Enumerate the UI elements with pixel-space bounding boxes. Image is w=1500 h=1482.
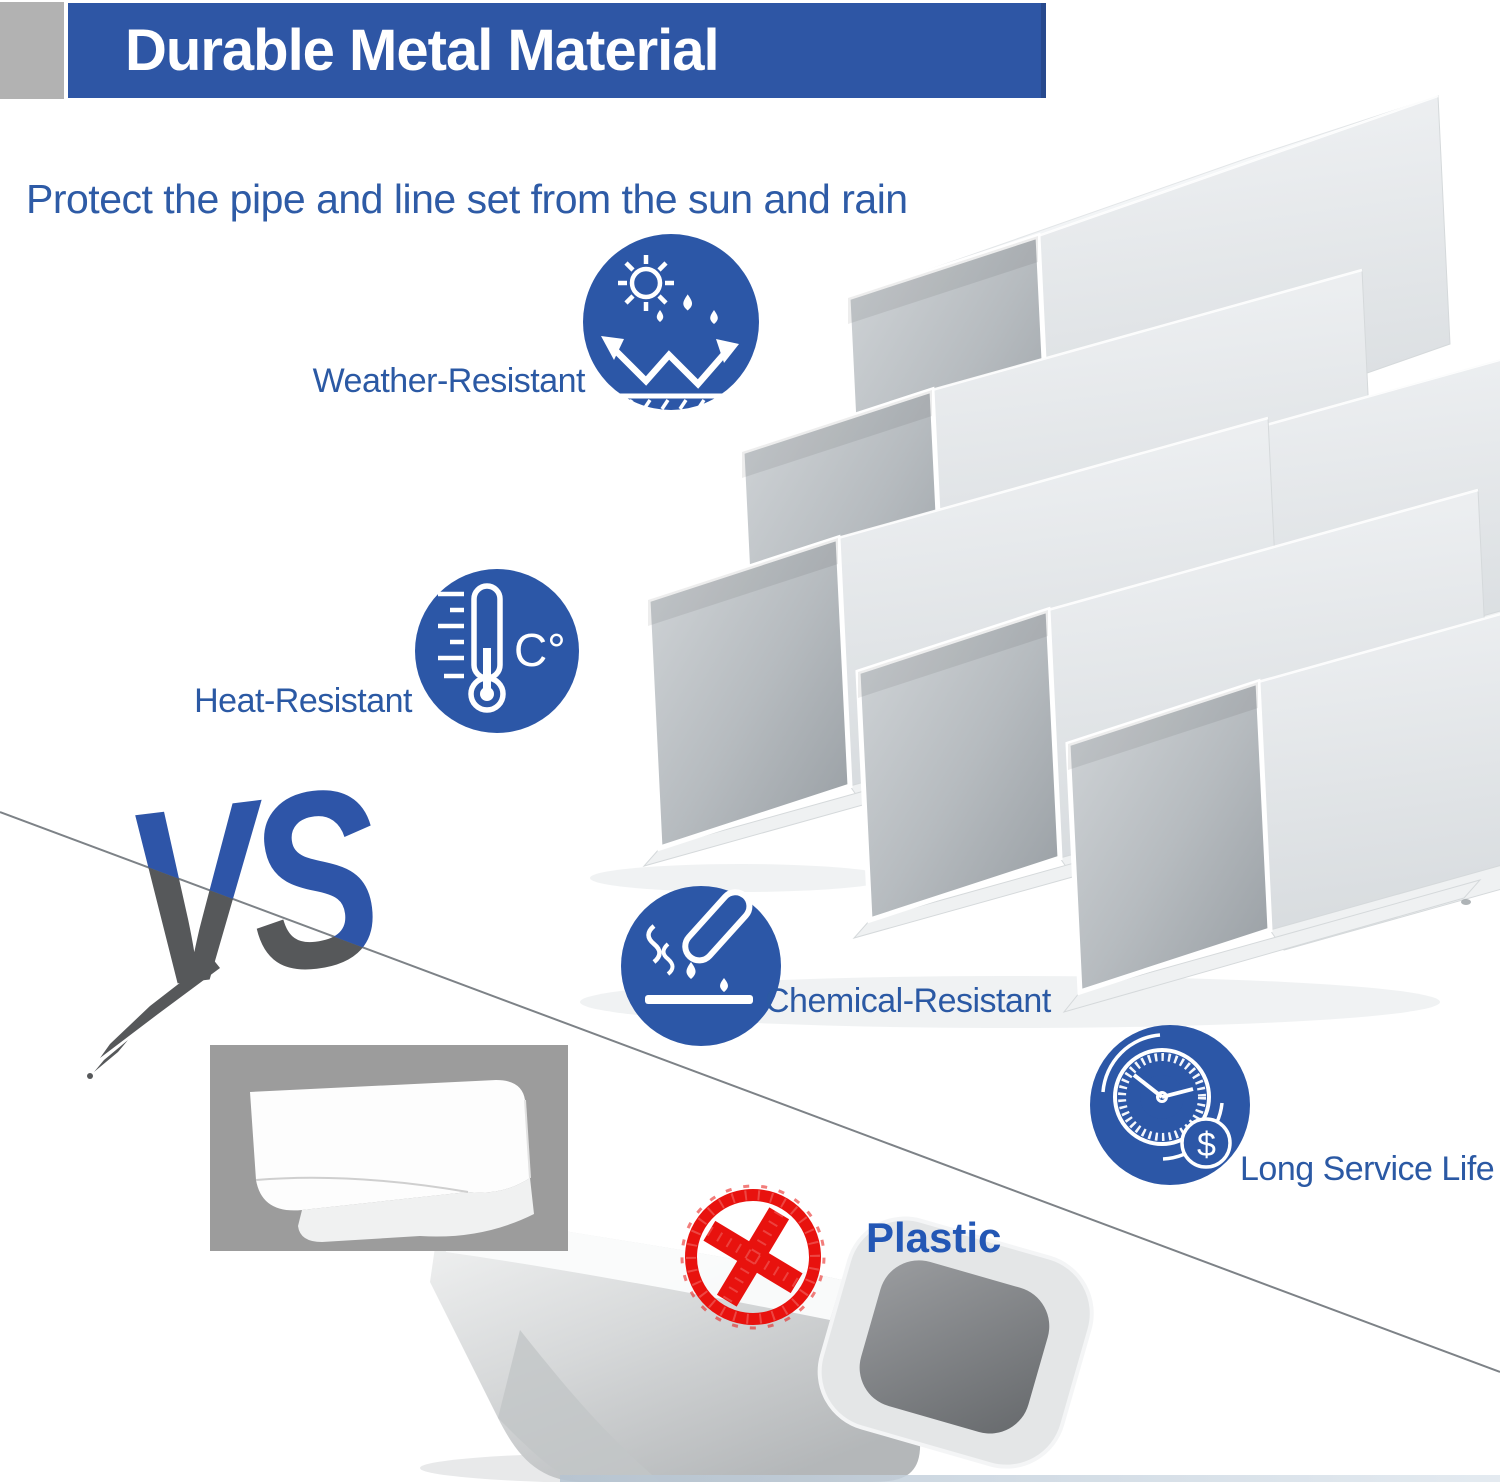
bottom-edge-strip: [560, 1475, 1500, 1482]
metal-covers-photo: [580, 94, 1500, 1028]
sun-rain-deflect-icon: [583, 234, 759, 410]
header-banner: Durable Metal Material: [68, 3, 1046, 98]
metal-channel: [845, 94, 1451, 550]
competitor-label: Plastic: [866, 1214, 1002, 1261]
money-symbol-text: $: [1197, 1126, 1216, 1164]
subtitle-text: Protect the pipe and line set from the s…: [26, 176, 908, 222]
thermometer-icon: C°: [415, 569, 579, 733]
vs-graphic: VS VS: [87, 733, 394, 1079]
heat-unit-text: C°: [514, 624, 566, 676]
page-title: Durable Metal Material: [125, 18, 720, 83]
diagonal-divider-line: [0, 811, 1500, 1373]
feature-label-chemical: Chemical-Resistant: [765, 982, 1051, 1020]
beaker-pour-icon: [621, 886, 781, 1046]
metal-channel: [1062, 612, 1500, 1013]
clock-money-icon: $: [1090, 1025, 1250, 1185]
feature-label-long-service: Long Service Life: [1240, 1150, 1495, 1188]
feature-label-heat: Heat-Resistant: [194, 682, 412, 720]
plastic-cap-inset: [210, 1045, 568, 1251]
rejected-x-stamp: [680, 1184, 826, 1330]
feature-label-weather: Weather-Resistant: [312, 362, 586, 400]
gray-corner-swatch: [0, 2, 64, 99]
